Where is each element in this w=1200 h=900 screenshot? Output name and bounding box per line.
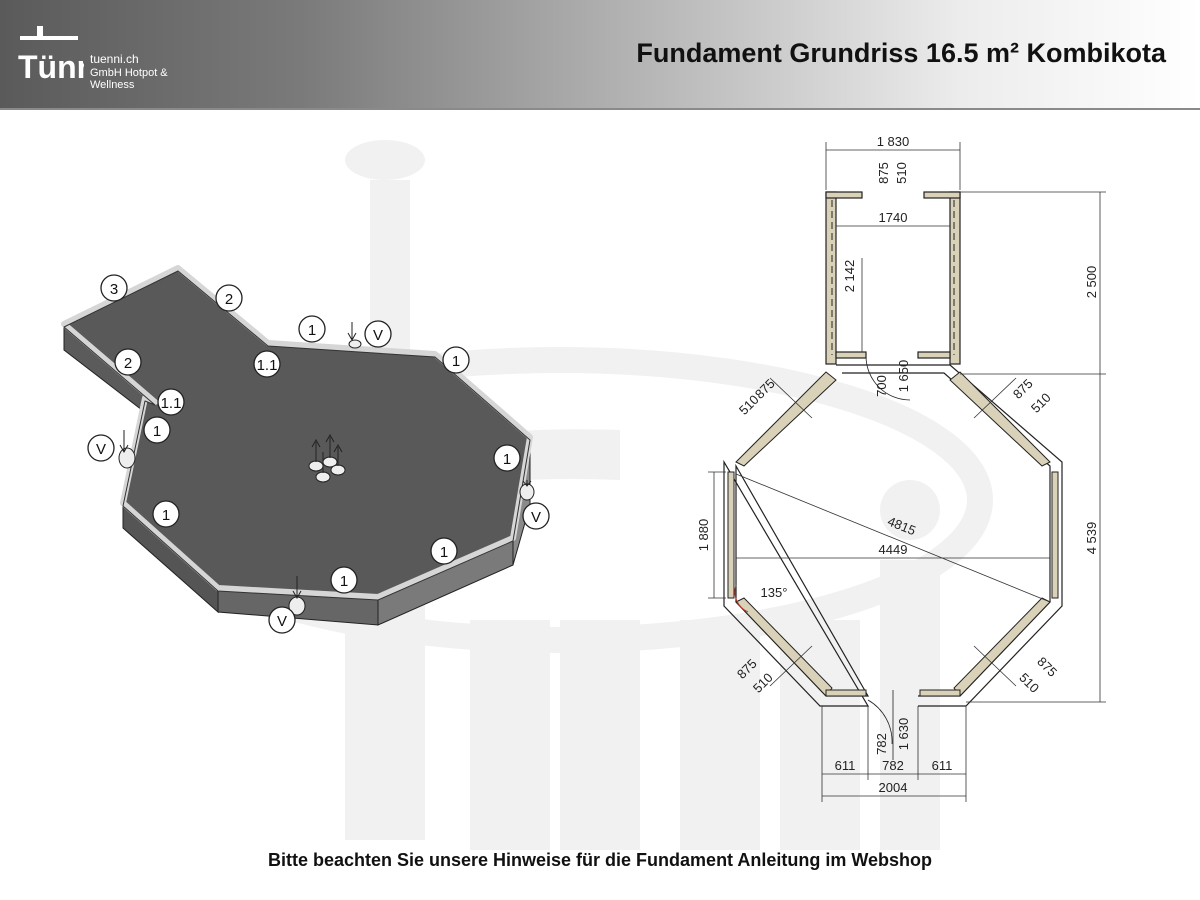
label-1-left: 1 [153, 423, 161, 440]
label-1-bottom: 1 [340, 573, 348, 590]
label-1-1-left: 1.1 [161, 395, 182, 412]
dim-door-lower-w: 782 [874, 733, 889, 755]
header-banner: Tünni tuenni.ch GmbH Hotpot & Wellness F… [0, 0, 1200, 110]
dim-diag-lr-a: 875 [1034, 654, 1060, 680]
dim-inner-width: 1740 [879, 210, 908, 225]
dim-total-bottom: 2004 [879, 780, 908, 795]
logo-wordmark: Tünni [18, 49, 84, 85]
logo-domain: tuenni.ch [90, 52, 139, 66]
label-v-top: V [373, 327, 383, 344]
label-1-right-top: 1 [452, 353, 460, 370]
label-v-right: V [531, 509, 541, 526]
label-1-right-low: 1 [440, 544, 448, 561]
dim-door-upper-w: 700 [874, 375, 889, 397]
label-1-1-top: 1.1 [257, 357, 278, 374]
tunni-logo-icon: Tünni [18, 26, 84, 85]
dim-wall-b-top: 510 [894, 162, 909, 184]
dim-door-lower-h: 1 630 [896, 718, 911, 751]
dim-depth: 2 142 [842, 260, 857, 293]
label-2-top: 2 [225, 291, 233, 308]
company-logo: Tünni tuenni.ch GmbH Hotpot & Wellness [14, 16, 214, 91]
dim-seg-left: 611 [835, 758, 856, 773]
label-2-left: 2 [124, 355, 132, 372]
dim-diag-ur-b: 510 [1028, 390, 1054, 416]
dim-angle: 135° [761, 585, 788, 600]
label-1-right-mid: 1 [503, 451, 511, 468]
dim-diag-ll-b: 510 [750, 670, 776, 696]
dim-seg-right: 611 [932, 758, 953, 773]
label-v-left: V [96, 441, 106, 458]
dim-diag-lr-b: 510 [1016, 670, 1042, 696]
drain-pipes-icon [308, 433, 346, 483]
page-title: Fundament Grundriss 16.5 m² Kombikota [636, 38, 1166, 68]
dim-side-length: 1 880 [696, 519, 711, 552]
logo-company: GmbH Hotpot & Wellness [90, 67, 168, 91]
dim-diagonal: 4815 [885, 513, 917, 538]
dim-width-top: 1 830 [877, 134, 910, 149]
dim-height-lower: 4 539 [1084, 522, 1099, 555]
label-1-top: 1 [308, 322, 316, 339]
dim-door-upper-h: 1 650 [896, 360, 911, 393]
label-3: 3 [110, 281, 118, 298]
dim-wall-a-top: 875 [876, 162, 891, 184]
dim-inner-span: 4449 [879, 542, 908, 557]
label-v-bottom: V [277, 613, 287, 630]
dim-seg-mid: 782 [882, 758, 904, 773]
dim-height-upper: 2 500 [1084, 266, 1099, 299]
plan-foundation: 1 830 875 510 1740 2 142 2 500 700 1 650… [696, 134, 1106, 802]
isometric-foundation: 3 2 1 V 1 1.1 2 1.1 1 V 1 V 1 1 1 V [61, 265, 550, 634]
footer-note: Bitte beachten Sie unsere Hinweise für d… [267, 850, 933, 870]
label-1-left-bottom: 1 [162, 507, 170, 524]
